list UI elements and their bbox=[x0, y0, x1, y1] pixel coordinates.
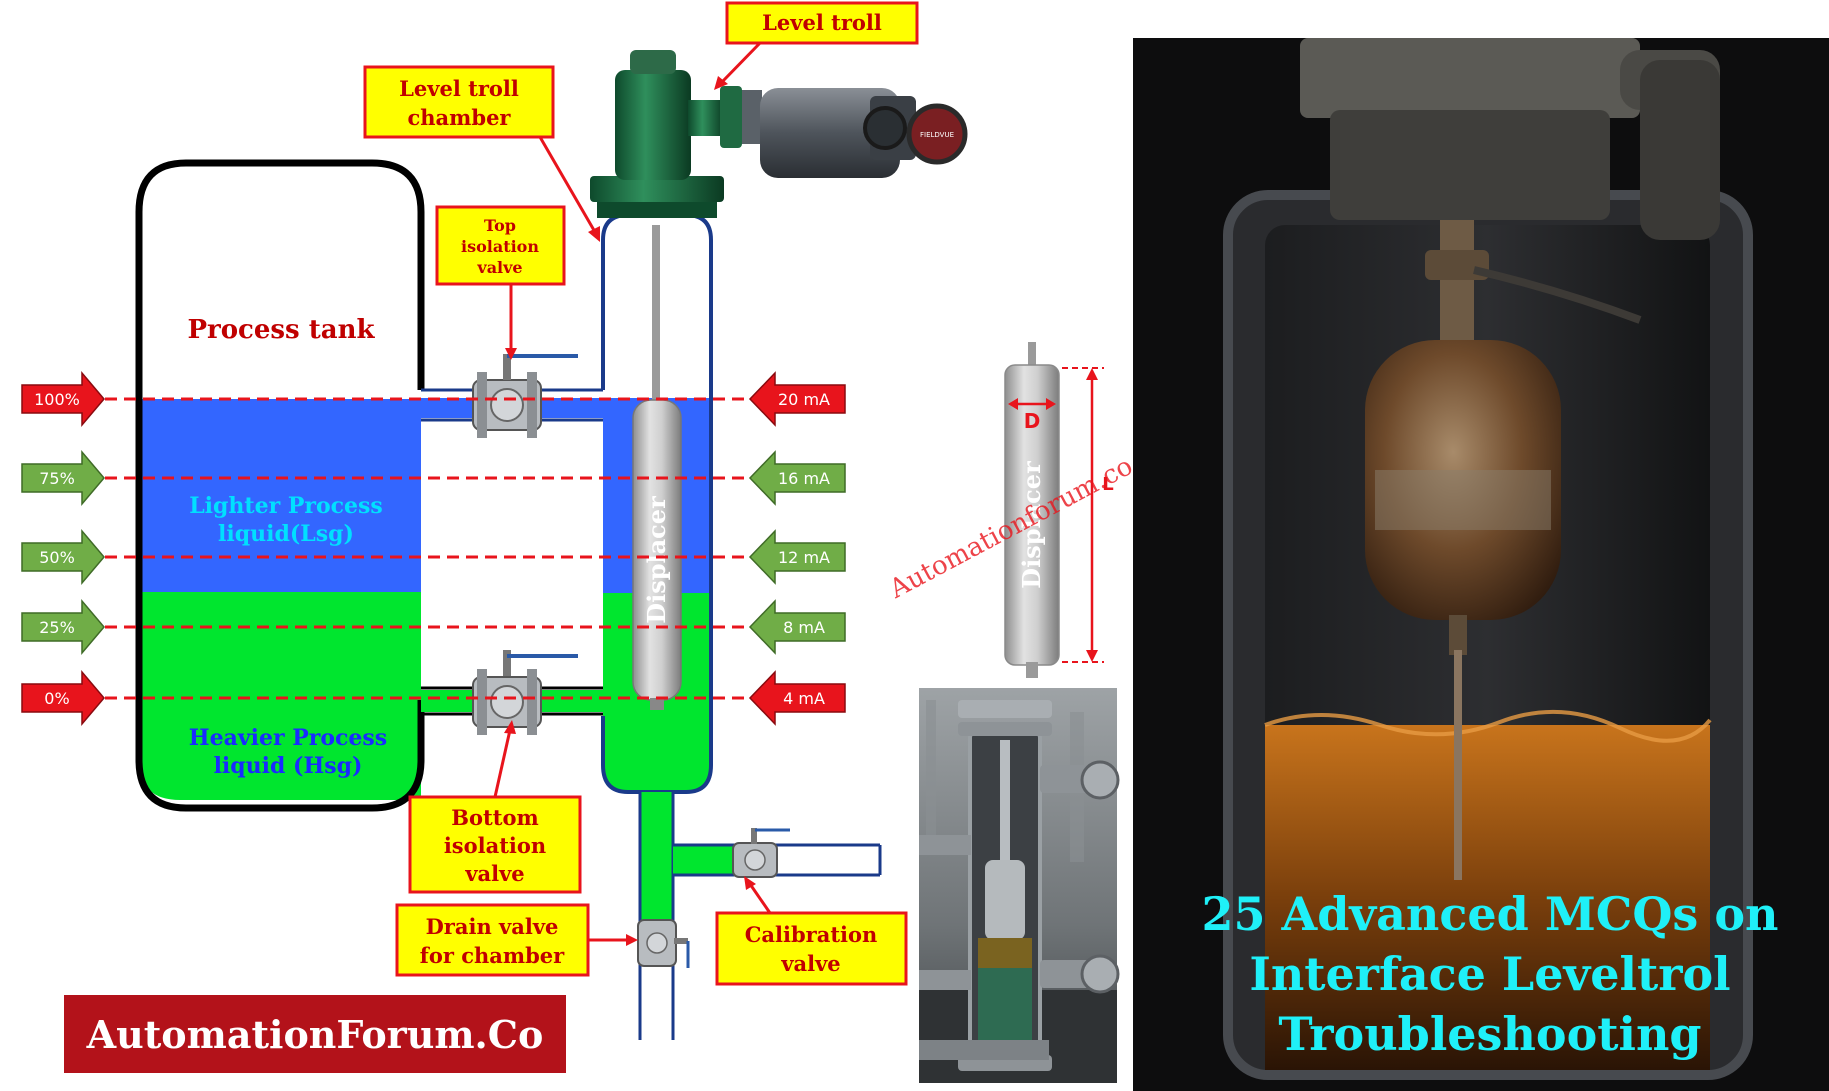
bottom-isolation-valve-symbol bbox=[472, 650, 578, 735]
title-line-2: Interface Leveltrol bbox=[1249, 947, 1730, 1001]
calibration-text-2: valve bbox=[780, 951, 840, 976]
percent-label-3: 25% bbox=[39, 618, 75, 637]
current-label-4: 4 mA bbox=[783, 689, 825, 708]
percent-arrow-2 bbox=[21, 528, 105, 586]
current-label-3: 8 mA bbox=[783, 618, 825, 637]
top-iso-text-3: valve bbox=[476, 258, 522, 277]
current-arrow-3 bbox=[748, 599, 846, 655]
lighter-liquid-label-2: liquid(Lsg) bbox=[218, 521, 354, 547]
displacer-dimension-label: Displacer bbox=[1017, 461, 1046, 589]
percent-arrow-0 bbox=[21, 370, 105, 428]
brand-text: AutomationForum.Co bbox=[86, 1012, 544, 1057]
photo-rusty-displacer: 25 Advanced MCQs on Interface Leveltrol … bbox=[1133, 38, 1829, 1091]
percent-arrow-4 bbox=[21, 669, 105, 727]
current-arrow-1 bbox=[748, 450, 846, 506]
tank-light-liquid bbox=[139, 399, 421, 592]
calibration-text-1: Calibration bbox=[745, 922, 878, 947]
percent-label-0: 100% bbox=[34, 390, 80, 409]
callout-top-isolation: Top isolation valve bbox=[435, 205, 566, 360]
top-iso-text-2: isolation bbox=[461, 237, 539, 256]
top-iso-text-1: Top bbox=[484, 216, 516, 235]
level-markers: 100% 20 mA 75% 16 mA 50% 12 mA 25% 8 mA 0% 4 mA bbox=[21, 370, 846, 727]
drain-valve-symbol bbox=[637, 919, 690, 968]
percent-label-4: 0% bbox=[44, 689, 69, 708]
top-isolation-valve-symbol bbox=[472, 354, 578, 438]
percent-arrow-1 bbox=[21, 449, 105, 507]
process-tank: Process tank Lighter Process liquid(Lsg)… bbox=[135, 159, 425, 812]
current-label-2: 12 mA bbox=[778, 548, 830, 567]
bottom-iso-text-3: valve bbox=[464, 861, 524, 886]
level-troll-text: Level troll bbox=[762, 10, 882, 35]
heavier-liquid-label-2: liquid (Hsg) bbox=[214, 753, 363, 779]
bottom-iso-text-1: Bottom bbox=[451, 805, 538, 830]
transmitter-badge: FIELDVUE bbox=[920, 131, 954, 139]
dimension-l-label: L bbox=[1102, 474, 1113, 495]
current-label-0: 20 mA bbox=[778, 390, 830, 409]
calibration-valve-symbol bbox=[732, 828, 790, 878]
displacer-label: Displacer bbox=[642, 496, 671, 624]
drain-text-2: for chamber bbox=[420, 943, 565, 968]
displacer-dimension-drawing: Displacer D L bbox=[1004, 342, 1114, 678]
brand-logo: AutomationForum.Co bbox=[64, 995, 566, 1073]
current-arrow-0 bbox=[748, 371, 846, 427]
tank-heavy-liquid bbox=[139, 592, 421, 800]
level-troll-instrument: FIELDVUE bbox=[590, 50, 968, 218]
callout-level-troll: Level troll bbox=[714, 1, 919, 90]
heavier-liquid-label-1: Heavier Process bbox=[189, 725, 387, 751]
percent-arrow-3 bbox=[21, 598, 105, 656]
displacer: Displacer bbox=[632, 225, 682, 710]
tank-outline bbox=[135, 159, 425, 812]
dimension-d-label: D bbox=[1024, 409, 1041, 433]
current-arrow-2 bbox=[748, 529, 846, 585]
current-arrow-4 bbox=[748, 670, 846, 726]
callout-bottom-isolation: Bottom isolation valve bbox=[408, 720, 582, 894]
callout-chamber: Level troll chamber bbox=[363, 65, 600, 242]
percent-label-2: 50% bbox=[39, 548, 75, 567]
current-label-1: 16 mA bbox=[778, 469, 830, 488]
drain-text-1: Drain valve bbox=[426, 914, 559, 939]
chamber-text-1: Level troll bbox=[399, 76, 519, 101]
process-tank-label: Process tank bbox=[187, 315, 375, 345]
percent-label-1: 75% bbox=[39, 469, 75, 488]
title-line-1: 25 Advanced MCQs on bbox=[1202, 887, 1779, 941]
bottom-iso-text-2: isolation bbox=[444, 833, 546, 858]
connecting-pipes bbox=[421, 388, 603, 716]
chamber-text-2: chamber bbox=[408, 105, 512, 130]
transmitter-housing bbox=[760, 88, 900, 178]
callout-drain: Drain valve for chamber bbox=[395, 903, 638, 977]
photo-real-chamber bbox=[919, 688, 1120, 1083]
title-line-3: Troubleshooting bbox=[1278, 1007, 1701, 1061]
callout-calibration: Calibration valve bbox=[715, 876, 908, 986]
lighter-liquid-label-1: Lighter Process bbox=[189, 493, 383, 519]
